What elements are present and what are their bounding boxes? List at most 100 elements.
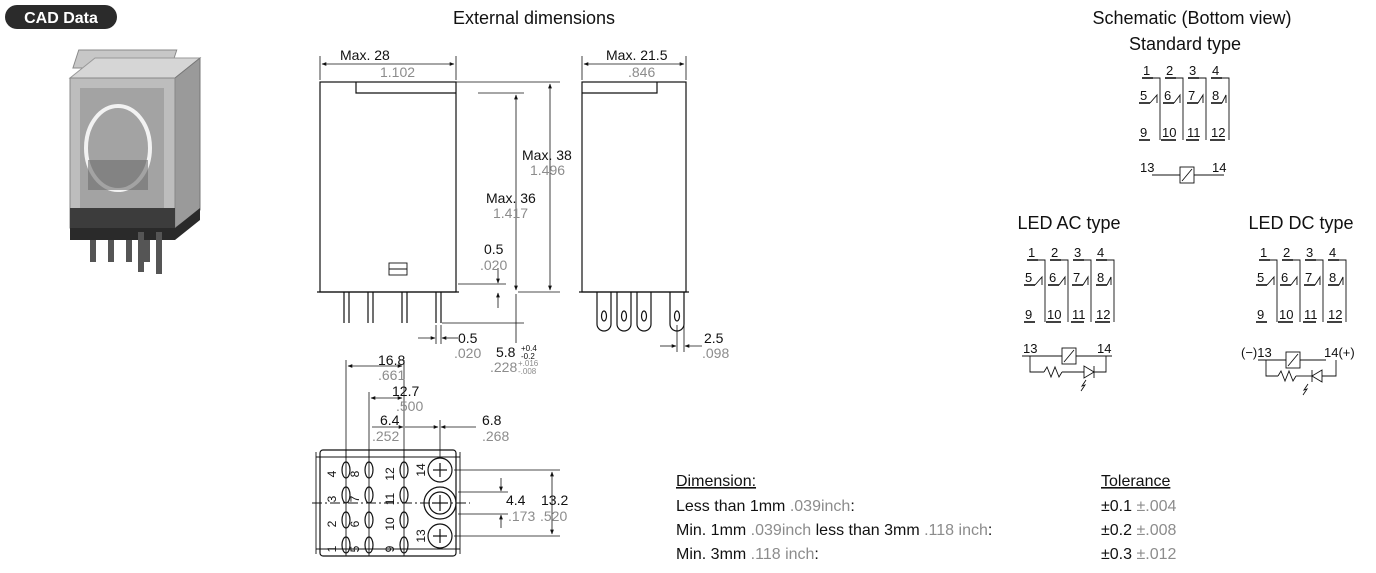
pin-label-6: 6 — [348, 520, 362, 527]
relay-bottom-view: 4 8 12 14 3 7 11 2 6 10 1 5 9 13 — [312, 449, 470, 557]
ac-pin-7: 7 — [1073, 270, 1080, 285]
bottom-12-7-mm: 12.7 — [392, 383, 419, 399]
relay-front-view — [317, 81, 459, 323]
ac-pin-10: 10 — [1047, 307, 1061, 322]
dc-coil-13: (−)13 — [1241, 345, 1272, 360]
height-38-mm: Max. 38 — [522, 147, 572, 163]
ac-pin-8: 8 — [1097, 270, 1104, 285]
height-38-in: 1.496 — [530, 162, 565, 178]
width-in: 1.102 — [380, 64, 415, 80]
pin-spacing-in: .098 — [702, 345, 729, 361]
dc-pin-9: 9 — [1257, 307, 1264, 322]
dc-pin-3: 3 — [1306, 245, 1313, 260]
dc-coil-14: 14(+) — [1324, 345, 1355, 360]
pin-length-in: .228 — [490, 359, 517, 375]
pin-length-mm: 5.8 — [496, 344, 516, 360]
ac-pin-6: 6 — [1049, 270, 1056, 285]
bottom-12-7-in: .500 — [396, 398, 423, 414]
std-pin-3: 3 — [1189, 63, 1196, 78]
standard-type-label: Standard type — [1129, 34, 1241, 54]
bottom-6-8-in: .268 — [482, 428, 509, 444]
schematic-standard: 1 2 3 4 5 6 7 8 9 10 11 12 13 14 — [1139, 63, 1230, 184]
std-pin-5: 5 — [1140, 88, 1147, 103]
bottom-16-8-mm: 16.8 — [378, 352, 405, 368]
pin-label-13: 13 — [414, 529, 428, 543]
std-pin-8: 8 — [1212, 88, 1219, 103]
tolerance-row-2-dimension: Min. 1mm .039inch less than 3mm .118 inc… — [676, 522, 992, 539]
tolerance-row-3-value: ±0.3 ±.012 — [1101, 546, 1176, 563]
cad-data-badge[interactable]: CAD Data — [5, 5, 117, 29]
width-mm: Max. 28 — [340, 47, 390, 63]
relay-photo — [68, 49, 202, 274]
pin-label-9: 9 — [383, 545, 397, 552]
ac-coil-13: 13 — [1023, 341, 1037, 356]
dc-pin-12: 12 — [1328, 307, 1342, 322]
pin-label-7: 7 — [348, 495, 362, 502]
pin-label-12: 12 — [383, 467, 397, 481]
schematic-title: Schematic (Bottom view) — [1092, 8, 1291, 28]
dc-pin-1: 1 — [1260, 245, 1267, 260]
pin-length-tol-in-up: +.016 — [518, 359, 539, 368]
pin-label-1: 1 — [325, 545, 339, 552]
tolerance-header-dimension: Dimension: — [676, 473, 756, 490]
pin-length-tol-mm-dn: -0.2 — [521, 352, 535, 361]
schematic-led-dc: 1 2 3 4 5 6 7 8 9 10 11 12 (−)13 14(+) — [1241, 245, 1355, 396]
dc-pin-5: 5 — [1257, 270, 1264, 285]
pin-label-8: 8 — [348, 470, 362, 477]
ac-pin-2: 2 — [1051, 245, 1058, 260]
external-dimensions-title: External dimensions — [453, 8, 615, 28]
std-pin-4: 4 — [1212, 63, 1219, 78]
bottom-6-4-in: .252 — [372, 428, 399, 444]
pin-label-2: 2 — [325, 520, 339, 527]
dc-pin-2: 2 — [1283, 245, 1290, 260]
pin-label-14: 14 — [414, 463, 428, 477]
bottom-4-4-mm: 4.4 — [506, 492, 526, 508]
tolerance-row-1-value: ±0.1 ±.004 — [1101, 498, 1176, 515]
pin-label-5: 5 — [348, 545, 362, 552]
ac-pin-4: 4 — [1097, 245, 1104, 260]
std-pin-12: 12 — [1211, 125, 1225, 140]
gap-mm: 0.5 — [484, 241, 504, 257]
pin-width-mm: 0.5 — [458, 330, 478, 346]
ac-pin-3: 3 — [1074, 245, 1081, 260]
pin-label-11: 11 — [383, 492, 397, 505]
height-36-mm: Max. 36 — [486, 190, 536, 206]
tolerance-row-1-dimension: Less than 1mm .039inch: — [676, 498, 855, 515]
bottom-13-2-in: .520 — [540, 508, 567, 524]
cad-data-label: CAD Data — [24, 10, 98, 27]
pin-length-tol-mm-up: +0.4 — [521, 344, 537, 353]
tolerance-row-2-value: ±0.2 ±.008 — [1101, 522, 1176, 539]
std-pin-1: 1 — [1143, 63, 1150, 78]
ac-pin-1: 1 — [1028, 245, 1035, 260]
pin-width-in: .020 — [454, 345, 481, 361]
std-pin-6: 6 — [1164, 88, 1171, 103]
relay-side-view — [579, 81, 689, 332]
std-pin-7: 7 — [1188, 88, 1195, 103]
std-pin-10: 10 — [1162, 125, 1176, 140]
ac-pin-5: 5 — [1025, 270, 1032, 285]
pin-label-3: 3 — [325, 495, 339, 502]
bottom-4-4-in: .173 — [508, 508, 535, 524]
depth-mm: Max. 21.5 — [606, 47, 668, 63]
pin-spacing-mm: 2.5 — [704, 330, 724, 346]
schematic-led-ac: 1 2 3 4 5 6 7 8 9 10 11 12 13 14 — [1022, 245, 1115, 392]
ac-pin-11: 11 — [1072, 307, 1086, 322]
gap-in: .020 — [480, 257, 507, 273]
pin-length-tol-in-dn: -.008 — [518, 367, 537, 376]
depth-in: .846 — [628, 64, 655, 80]
bottom-16-8-in: .661 — [378, 367, 405, 383]
tolerance-header-tolerance: Tolerance — [1101, 473, 1170, 490]
ac-coil-14: 14 — [1097, 341, 1111, 356]
dc-pin-7: 7 — [1305, 270, 1312, 285]
std-pin-2: 2 — [1166, 63, 1173, 78]
led-ac-type-label: LED AC type — [1017, 213, 1120, 233]
tolerance-table: Dimension: Tolerance Less than 1mm .039i… — [676, 473, 1176, 563]
bottom-6-8-mm: 6.8 — [482, 412, 502, 428]
ac-pin-12: 12 — [1096, 307, 1110, 322]
dc-pin-10: 10 — [1279, 307, 1293, 322]
std-pin-9: 9 — [1140, 125, 1147, 140]
pin-label-10: 10 — [383, 517, 397, 531]
dc-pin-4: 4 — [1329, 245, 1336, 260]
std-pin-11: 11 — [1187, 125, 1201, 140]
ac-pin-9: 9 — [1025, 307, 1032, 322]
